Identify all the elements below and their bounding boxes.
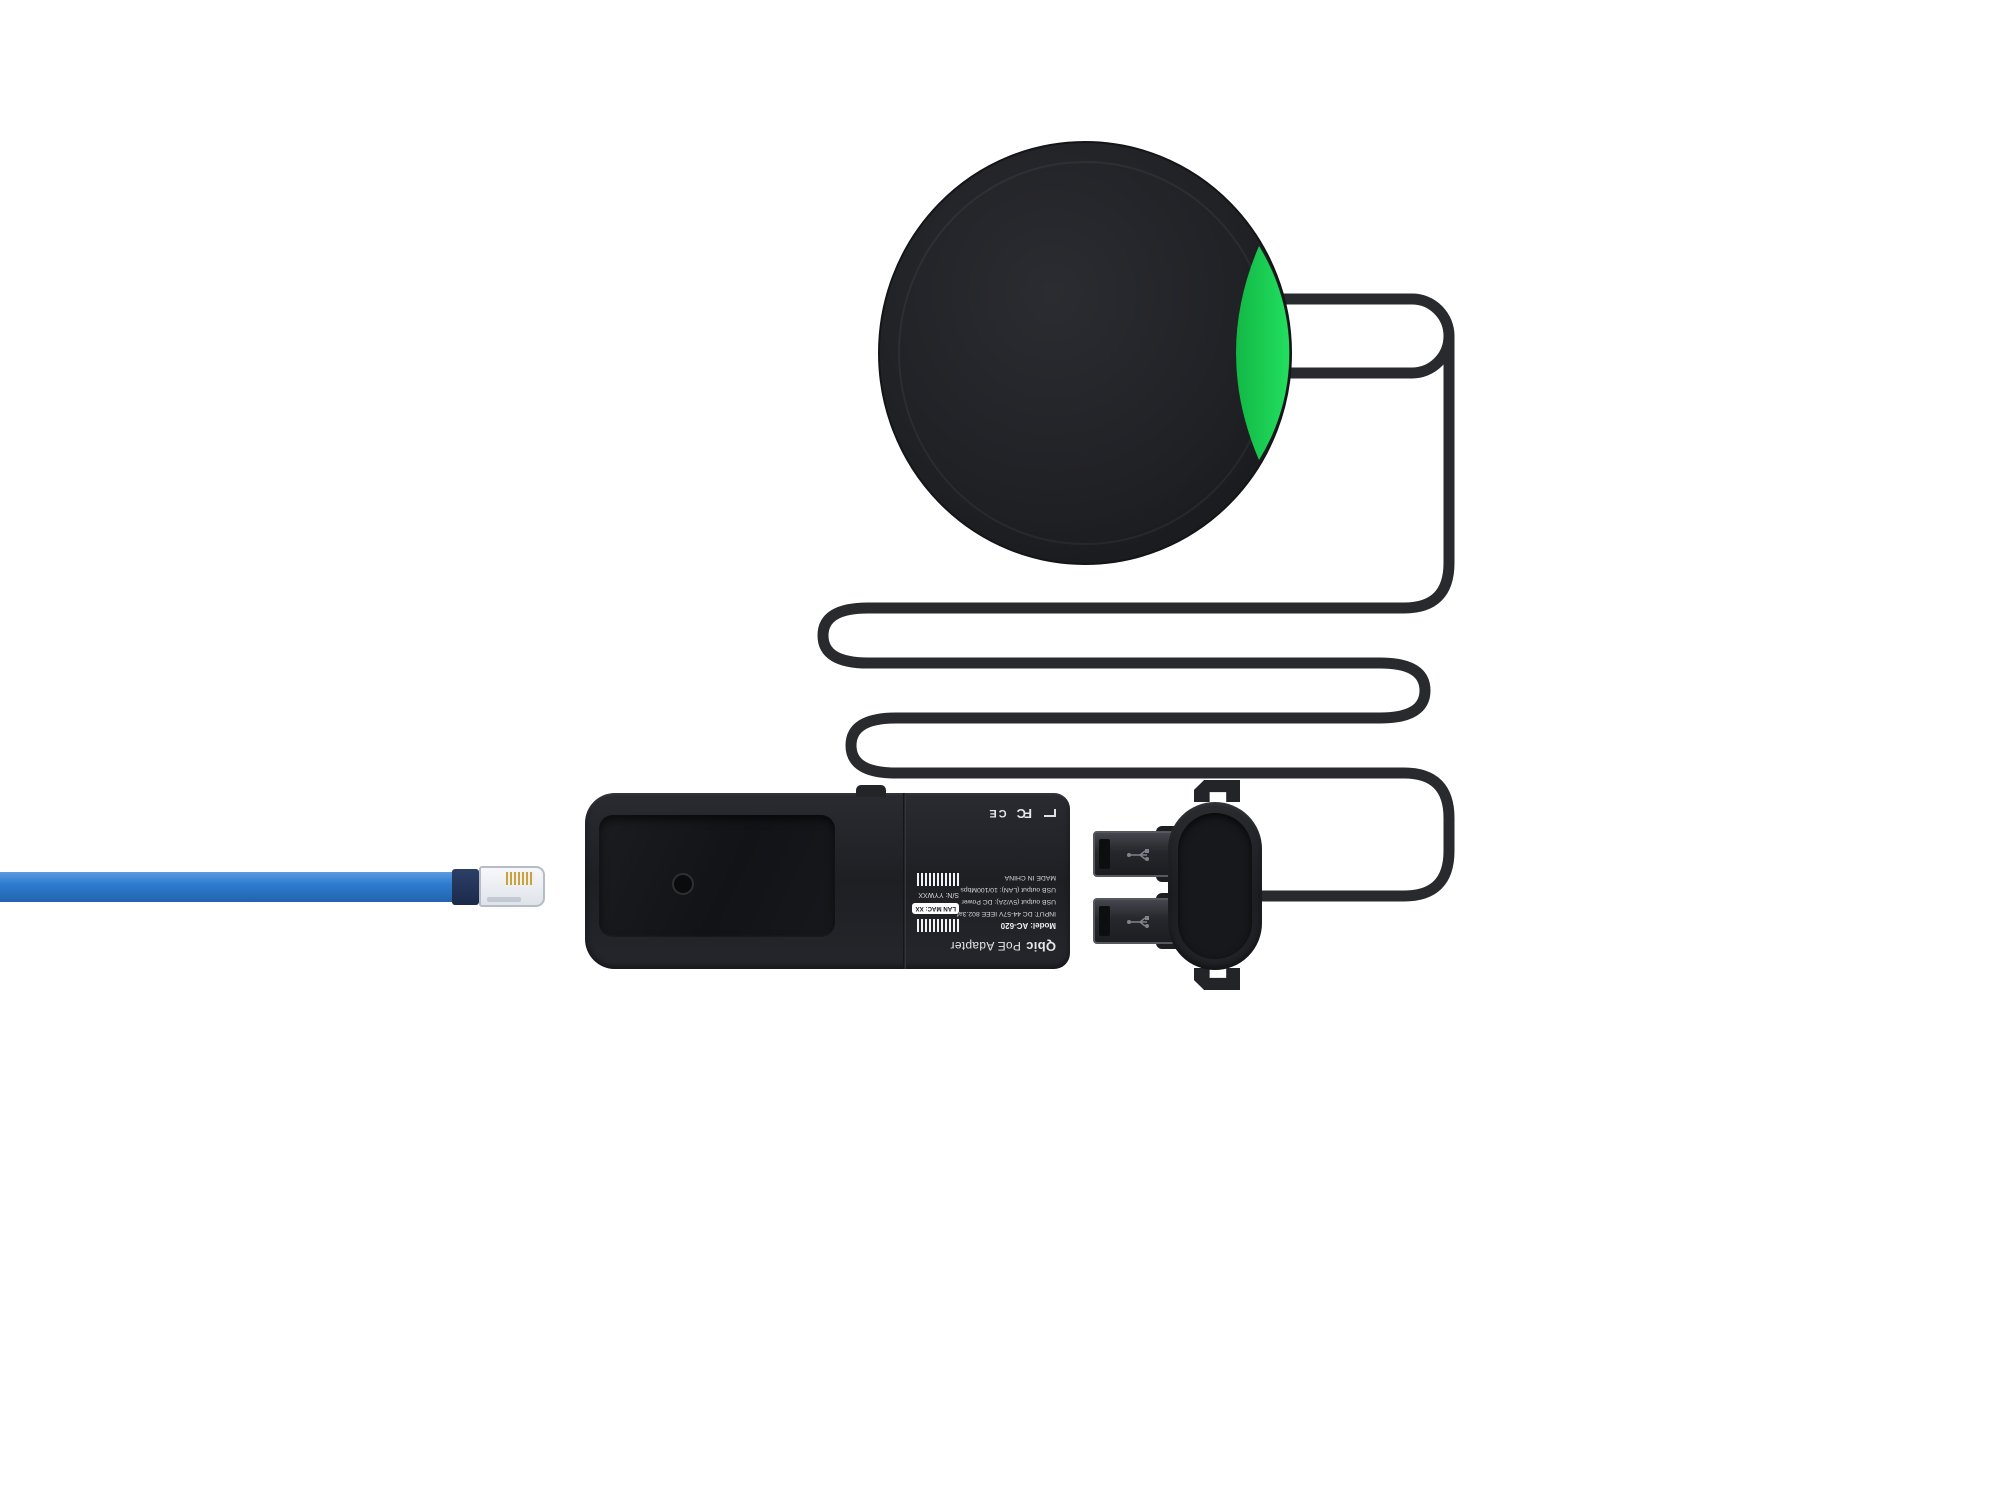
adapter-port-recess [599,815,835,937]
ethernet-cable [0,872,456,902]
fcc-mark-icon: FC [1018,806,1032,821]
model-number: Model: AC-620 [1000,921,1056,930]
adapter-spec-label: Qbic PoE Adapter Model: AC-620 INPUT: DC … [907,798,1063,964]
usb-plug-opening [1099,839,1110,869]
connector-clip-top [1194,780,1240,802]
adapter-locking-tab [856,785,886,797]
puck-device [878,141,1292,565]
ce-mark-icon: CE [987,807,1007,820]
lan-mac-label: LAN MAC: XX [912,903,959,914]
barcode [915,873,959,886]
rj45-latch [487,897,521,902]
usb-connector-body [1168,802,1262,970]
spec-text-block: Model: AC-620 INPUT: DC 44-57V IEEE 802.… [956,873,1056,930]
status-lens [1236,246,1290,460]
serial-number: S/N: YYWXX [918,891,959,898]
usb-plug-1 [1093,831,1177,877]
ethernet-cable-boot [452,869,479,905]
corner-bracket-icon [1044,809,1056,818]
origin-text: MADE IN CHINA [1004,874,1056,881]
barcode [915,919,959,932]
adapter-screw-hole [672,873,694,895]
power-cable [817,330,1455,902]
label-codes-column: LAN MAC: XX S/N: YYWXX [911,873,959,932]
usb-plug-2 [1093,898,1177,944]
adapter-seam [903,793,906,969]
usb-trident-icon [1127,916,1149,928]
usb-output-lan-spec: USB output (LAN): 10/100Mbps [960,886,1056,893]
usb-output-power-spec: USB output (5V/2A): DC Power [961,898,1056,905]
usb-connector-inner-face [1178,813,1252,959]
usb-plug-opening [1099,906,1110,936]
input-spec: INPUT: DC 44-57V IEEE 802.3af [957,910,1056,917]
rj45-connector [479,866,545,907]
product-name: PoE Adapter [950,939,1021,953]
poe-adapter: Qbic PoE Adapter Model: AC-620 INPUT: DC … [585,785,1070,969]
usb-trident-icon [1127,849,1149,861]
brand-name: Qbic [1025,939,1056,954]
rj45-pins [506,872,534,885]
power-cable-loop [1266,293,1455,379]
certification-marks: FC CE [987,806,1056,821]
brand-row: Qbic PoE Adapter [950,939,1056,954]
